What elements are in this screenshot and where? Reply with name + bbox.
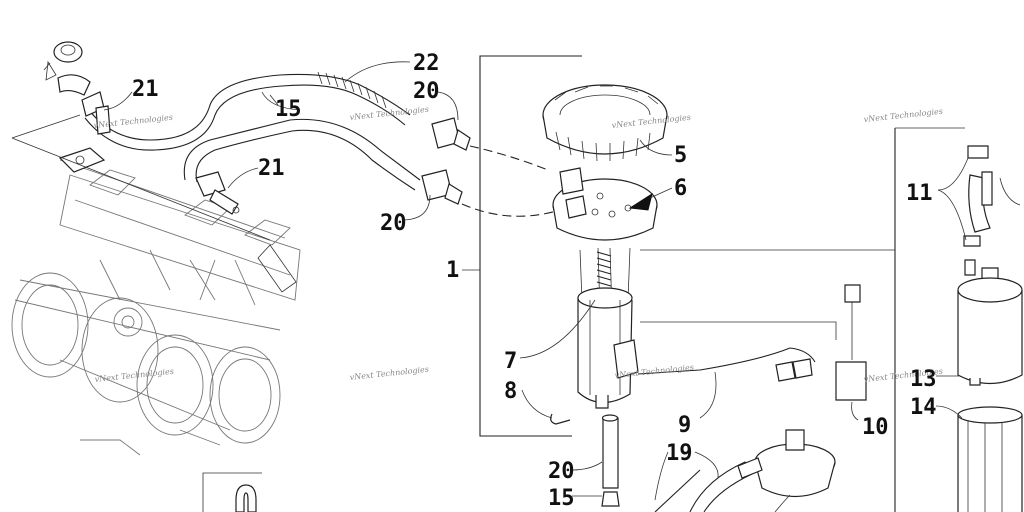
watermark: vNext Technologies <box>349 365 429 382</box>
hose-clamp-lower <box>421 169 463 205</box>
pump-housing <box>577 287 639 409</box>
callout-19: 19 <box>666 441 693 466</box>
fuel-hose-upper <box>84 71 411 151</box>
fuel-pump-motor <box>957 259 1023 386</box>
hose-connector-lower <box>195 171 240 215</box>
callout-15-lower: 15 <box>548 486 575 511</box>
throttle-body-assembly <box>11 159 301 456</box>
watermark: vNext Technologies <box>863 107 943 124</box>
callout-13: 13 <box>910 367 937 392</box>
hose-connector-upper <box>81 91 111 135</box>
short-hose <box>968 171 993 233</box>
callout-8: 8 <box>504 379 517 404</box>
callout-5: 5 <box>674 143 687 168</box>
fuel-level-sensor <box>835 284 867 401</box>
callout-20-upper: 20 <box>413 79 440 104</box>
hose-clamp-11-bottom <box>963 235 981 247</box>
pickup-tube <box>601 414 620 507</box>
callout-10: 10 <box>862 415 889 440</box>
lower-regulator <box>737 429 836 497</box>
lock-ring <box>542 84 668 162</box>
callout-21-lower: 21 <box>258 156 285 181</box>
watermark: vNext Technologies <box>349 105 429 122</box>
watermark: vNext Technologies <box>94 367 174 384</box>
callout-21-upper: 21 <box>132 77 159 102</box>
wiring-harness <box>637 347 816 382</box>
callout-22: 22 <box>413 51 440 76</box>
callout-1: 1 <box>446 258 459 283</box>
retaining-clip <box>550 413 571 425</box>
callout-20-lower: 20 <box>548 459 575 484</box>
callout-9: 9 <box>678 413 691 438</box>
callout-15-upper: 15 <box>275 97 302 122</box>
callout-11: 11 <box>906 181 933 206</box>
callout-14: 14 <box>910 395 937 420</box>
callout-20-middle: 20 <box>380 211 407 236</box>
bottom-left-bracket <box>202 472 262 512</box>
callout-7: 7 <box>504 349 517 374</box>
callout-6: 6 <box>674 176 687 201</box>
pump-sleeve <box>957 406 1023 512</box>
hose-clamp-upper <box>431 117 471 151</box>
pump-flange <box>552 167 658 241</box>
fuel-hose-lower <box>183 118 421 191</box>
fuel-pressure-regulator <box>43 41 91 96</box>
hose-flange <box>58 147 106 173</box>
return-hose <box>654 461 753 512</box>
hose-clamp-11-top <box>967 145 989 159</box>
